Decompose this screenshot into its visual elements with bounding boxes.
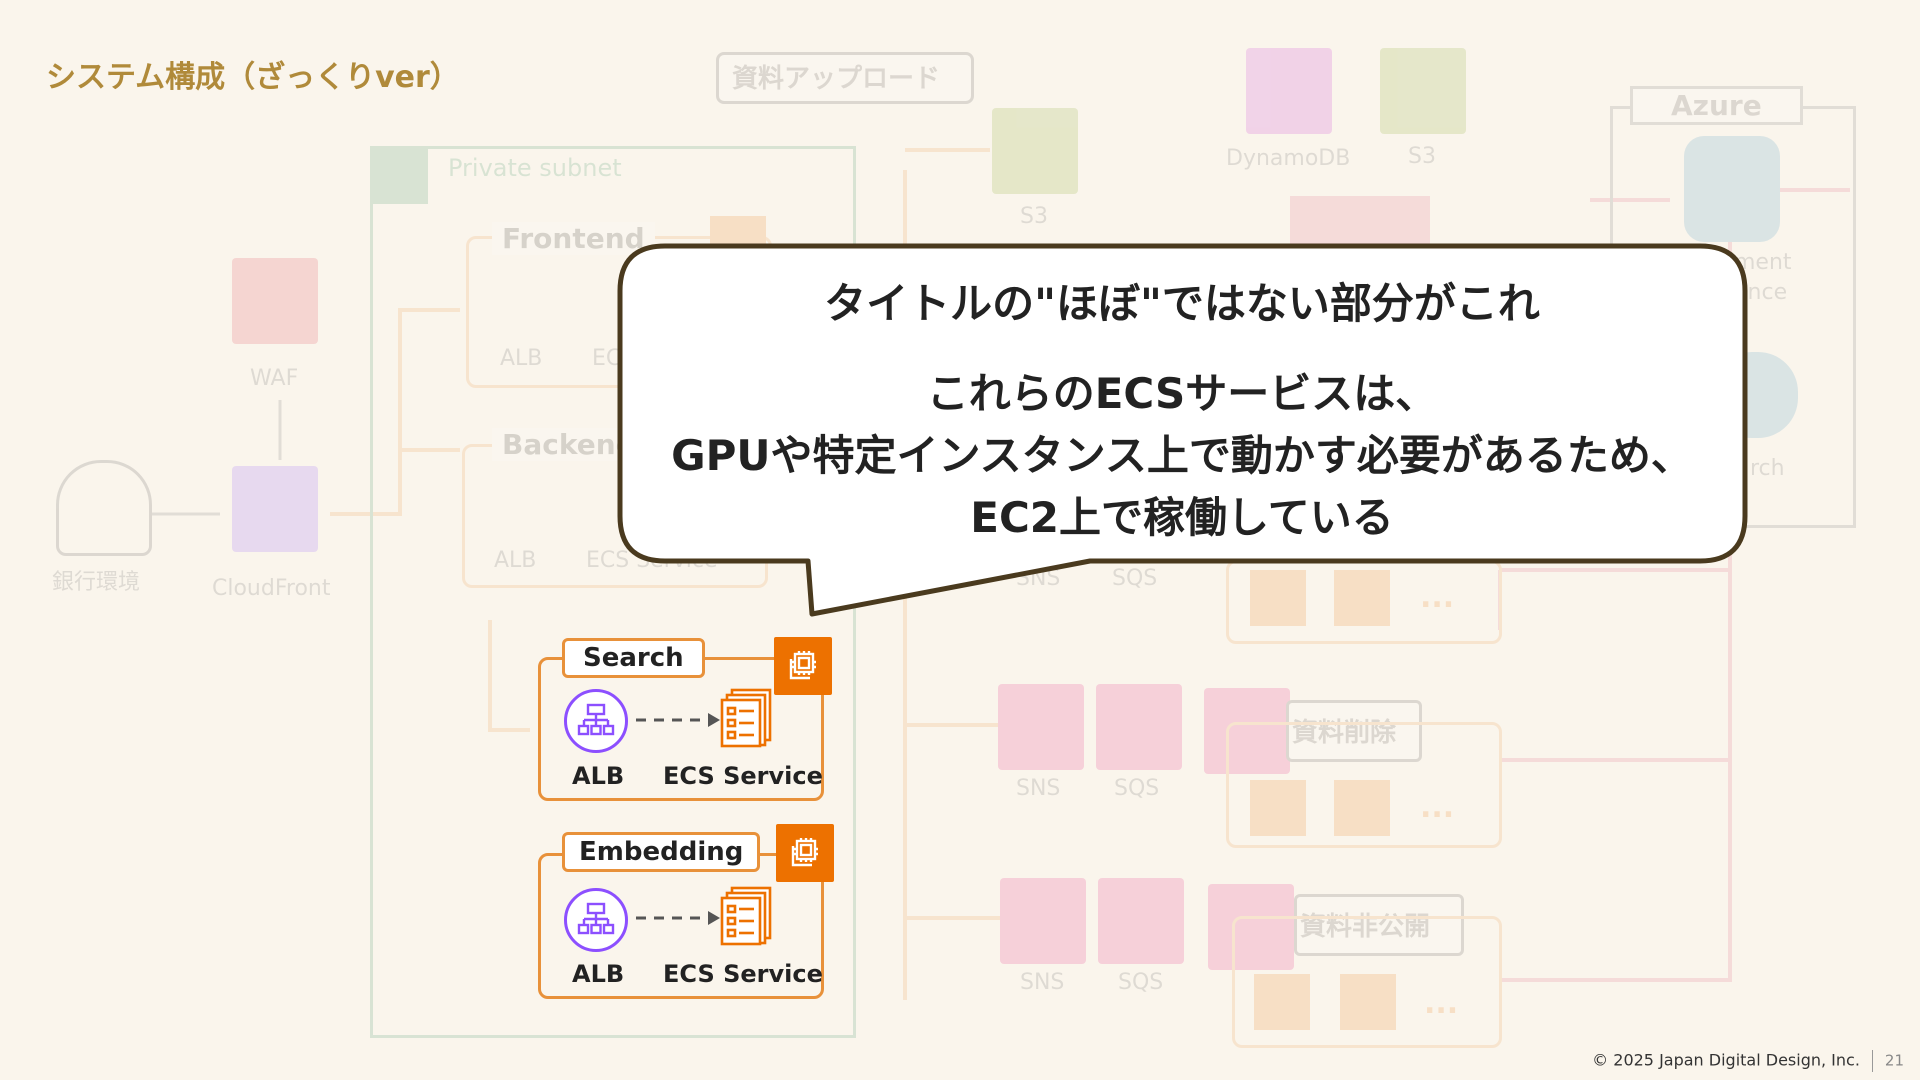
azure-service-label-1: ment [1734,250,1792,275]
pipeline-2-sqs-label: SQS [1114,776,1160,801]
backend-alb-label: ALB [494,548,537,573]
dynamodb-label: DynamoDB [1226,146,1351,171]
lock-icon [370,146,428,204]
pipeline-2-lambda-icon-2 [1334,780,1390,836]
page-number: 21 [1884,1051,1904,1070]
pipeline-1-sns-label: SNS [1016,566,1061,591]
embedding-alb-icon [564,888,628,952]
pipeline-3-ellipsis: ... [1424,986,1459,1021]
embedding-ec2-icon [776,824,834,882]
cloudfront-icon [232,466,318,552]
pipeline-1-ellipsis: ... [1420,580,1455,615]
s3-main-label: S3 [1020,204,1048,229]
private-subnet-label: Private subnet [448,154,622,182]
pipeline-1-lambda-icon-2 [1334,570,1390,626]
s3-top-icon [1380,48,1466,134]
search-group-title: Search [562,638,705,678]
embedding-arrow [636,911,720,925]
pipeline-3-lambda-icon-1 [1254,974,1310,1030]
s3-main-icon [992,108,1078,194]
azure-label: Azure [1630,86,1803,125]
pipeline-2-lambda-icon-1 [1250,780,1306,836]
embedding-ecs-service-label: ECS Service [663,960,823,988]
pipeline-1-sqs-label: SQS [1112,566,1158,591]
pipeline-3-sns-icon [1000,878,1086,964]
dynamodb-icon [1246,48,1332,134]
frontend-ec2-badge [710,216,766,272]
copyright: © 2025 Japan Digital Design, Inc. [1592,1050,1860,1070]
embedding-group-title: Embedding [562,832,761,872]
search-ecs-service-label: ECS Service [663,762,823,790]
callout-headline: タイトルの"ほぼ"ではない部分がこれ [824,279,1540,328]
pipeline-2-ellipsis: ... [1420,790,1455,825]
pipeline-2-stepfunctions-icon [1204,688,1290,774]
search-ec2-icon [774,637,832,695]
pipeline-3-sns-label: SNS [1020,970,1065,995]
pipeline-3-sqs-label: SQS [1118,970,1164,995]
callout-line-1: これらのECSサービスは、 [926,369,1438,418]
pipeline-2-title: 資料削除 [1292,718,1397,748]
pipeline-2-sqs-icon [1096,684,1182,770]
users-icon [56,460,152,556]
pipeline-3-title: 資料非公開 [1300,912,1431,942]
embedding-alb-label: ALB [572,960,625,988]
azure-doc-intelligence-icon [1684,136,1780,242]
pipeline-2-title-box [1286,700,1422,762]
cloudfront-label: CloudFront [212,576,331,601]
callout-line-2: GPUや特定インスタンス上で動かす必要があるため、 [671,431,1693,480]
azure-search-label: rch [1750,456,1785,481]
upload-label: 資料アップロード [732,64,941,94]
pipeline-3-lambda-icon-2 [1340,974,1396,1030]
pipeline-1-lambda-icon-1 [1250,570,1306,626]
pipeline-3-sqs-icon [1098,878,1184,964]
pipeline-3-lambda-box [1232,916,1502,1048]
search-arrow [636,713,720,727]
search-alb-label: ALB [572,762,625,790]
s3-top-label: S3 [1408,144,1436,169]
upload-arrows [1290,196,1430,246]
waf-label: WAF [250,366,299,391]
pipeline-2-sns-icon [998,684,1084,770]
footer: © 2025 Japan Digital Design, Inc. 21 [1592,1050,1904,1072]
search-ecs-service-icon [720,688,772,748]
bank-env-label: 銀行環境 [52,570,141,595]
footer-separator [1871,1050,1873,1072]
search-alb-icon [564,689,628,753]
frontend-alb-label: ALB [500,346,543,371]
upload-label-box [716,52,974,104]
slide-title: システム構成（ざっくりver） [46,60,460,95]
pipeline-2-sns-label: SNS [1016,776,1061,801]
embedding-ecs-service-icon [720,886,772,946]
pipeline-2-lambda-box [1226,722,1502,848]
frontend-ecs-label: EC [592,346,622,371]
backend-ecs-label: ECS Service [586,548,718,573]
callout-line-3: EC2上で稼働している [970,493,1394,542]
frontend-label: Frontend [492,222,655,255]
pipeline-3-title-box [1294,894,1464,956]
waf-icon [232,258,318,344]
pipeline-3-stepfunctions-icon [1208,884,1294,970]
